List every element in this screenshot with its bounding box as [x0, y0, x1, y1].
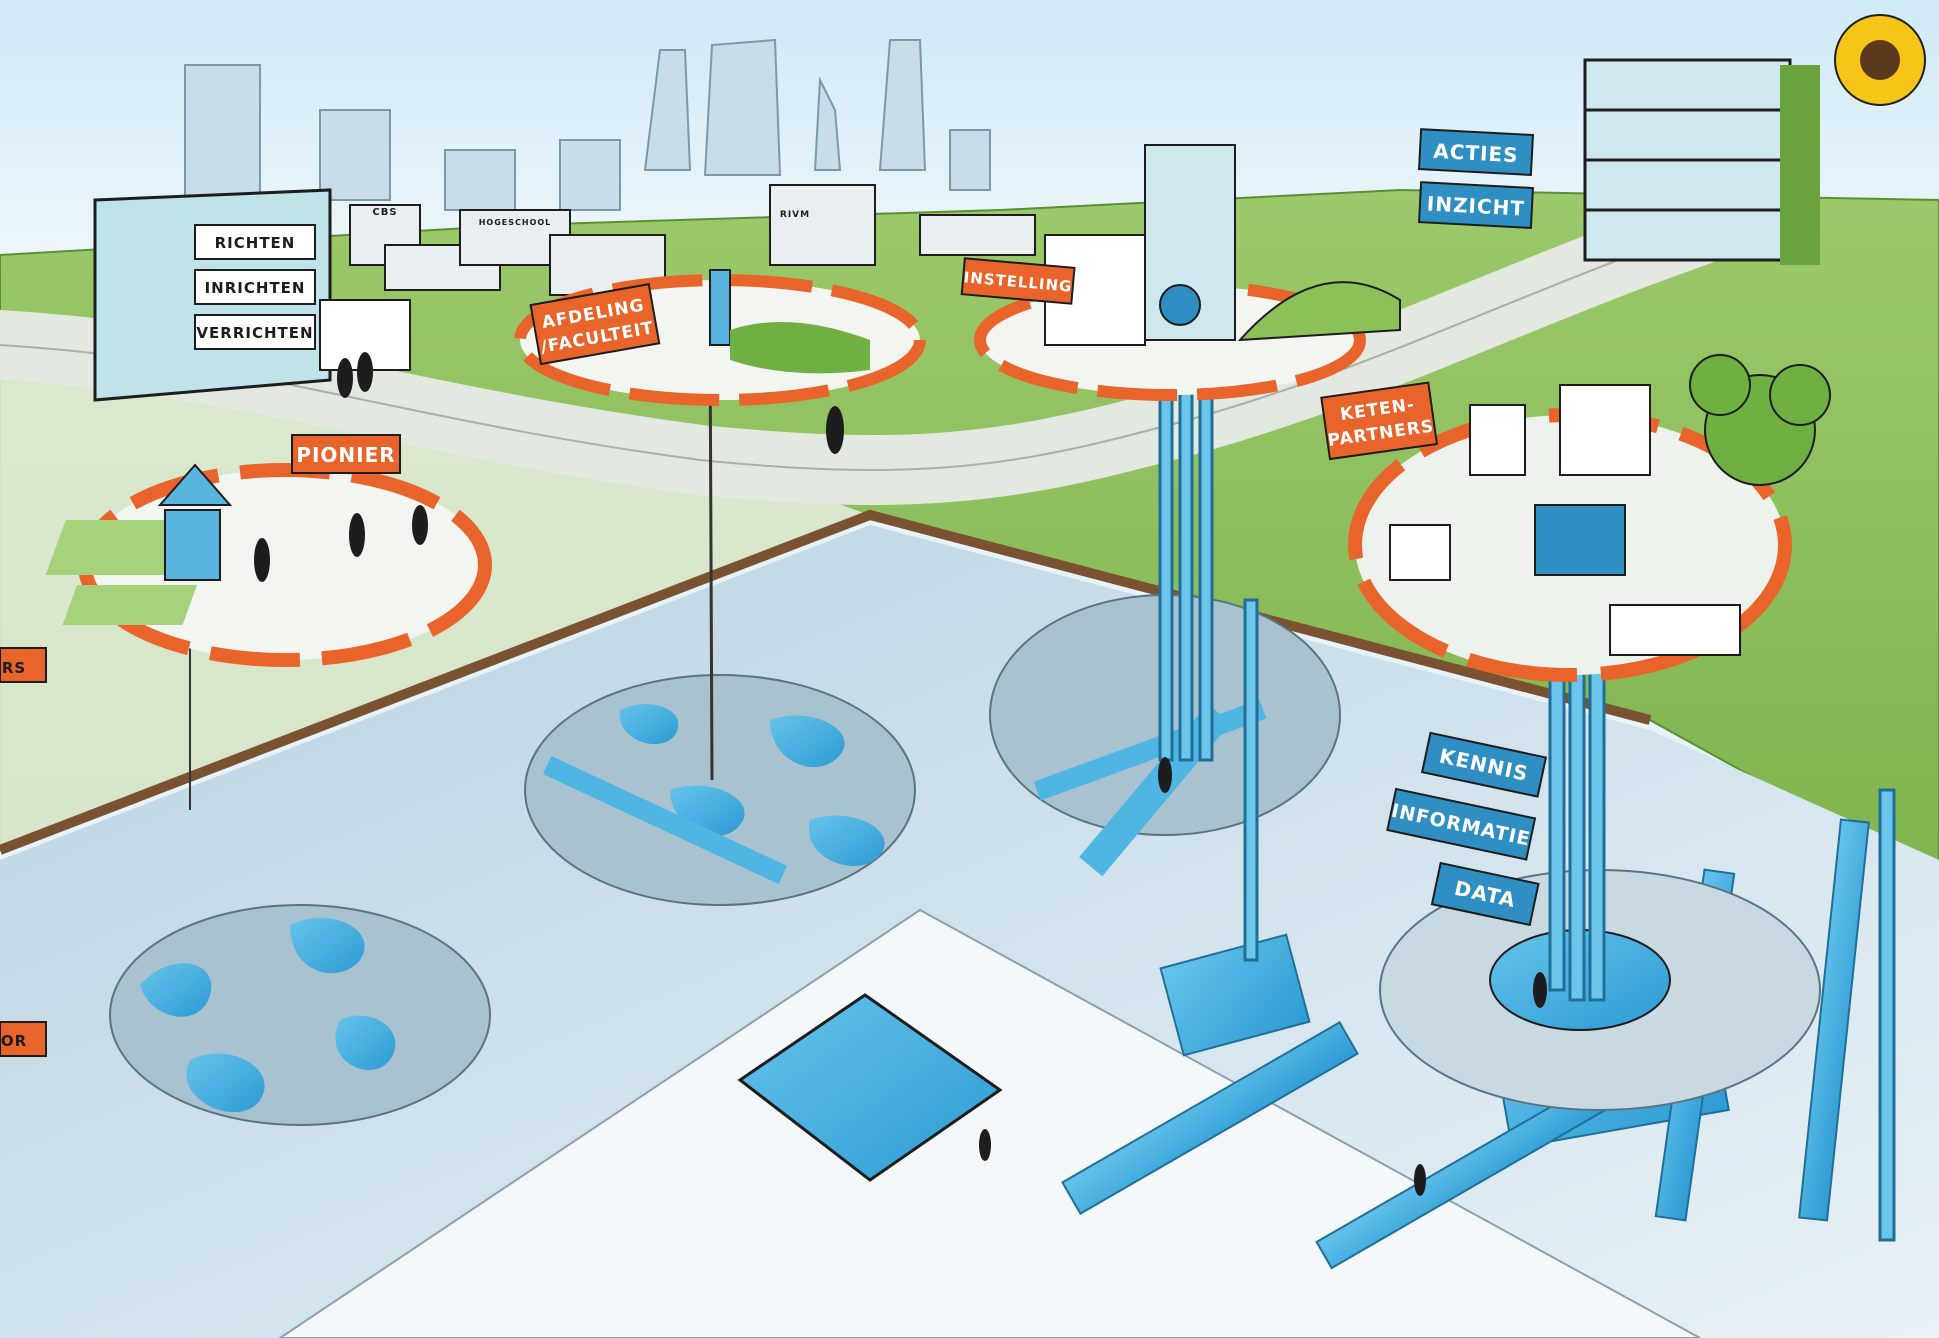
- sign-pionier: PIONIER: [291, 434, 401, 474]
- sign-inzicht-text: INZICHT: [1426, 191, 1525, 220]
- underground-disc-2: [524, 674, 916, 906]
- edge-tag-bottom: OR: [0, 1021, 47, 1057]
- pipes: [1158, 328, 1896, 1242]
- pool: [737, 993, 1003, 1182]
- sign-pionier-text: PIONIER: [296, 443, 395, 467]
- left-building: [93, 188, 411, 402]
- soil-edge: [0, 509, 1652, 855]
- edge-tag-bottom-text: OR: [1, 1032, 27, 1050]
- underground: [0, 525, 1939, 1338]
- trees: [1689, 354, 1831, 486]
- ketenpartners-circle: [1348, 384, 1792, 682]
- sign-instelling: INSTELLING: [960, 257, 1076, 305]
- instelling-circle: [974, 144, 1401, 401]
- underground-disc-1: [109, 904, 491, 1126]
- edge-tag-top: RS: [0, 647, 47, 683]
- tiny-label-2: HOGESCHOOL: [479, 218, 552, 227]
- sign-kennis: KENNIS: [1420, 731, 1548, 798]
- edge-tag-top-text: RS: [2, 659, 26, 677]
- floor-label-1: RICHTEN: [215, 234, 296, 252]
- tiny-label-1: CBS: [372, 207, 397, 218]
- background-buildings: [349, 184, 1036, 296]
- sign-ketenpartners: KETEN- PARTNERS: [1320, 381, 1439, 461]
- sign-acties: ACTIES: [1417, 128, 1535, 177]
- sign-inzicht: INZICHT: [1417, 181, 1535, 230]
- floor-label-2: INRICHTEN: [205, 279, 306, 297]
- floor-label-3: VERRICHTEN: [196, 324, 313, 342]
- sign-acties-text: ACTIES: [1433, 139, 1519, 167]
- pionier-circle: [45, 463, 492, 667]
- city-skyline: [184, 38, 991, 211]
- green-tower: [1583, 14, 1926, 265]
- main-path-edge: [0, 229, 1701, 471]
- sign-data: DATA: [1430, 861, 1540, 927]
- tiny-label-3: RIVM: [780, 210, 810, 220]
- people: [254, 352, 1547, 1196]
